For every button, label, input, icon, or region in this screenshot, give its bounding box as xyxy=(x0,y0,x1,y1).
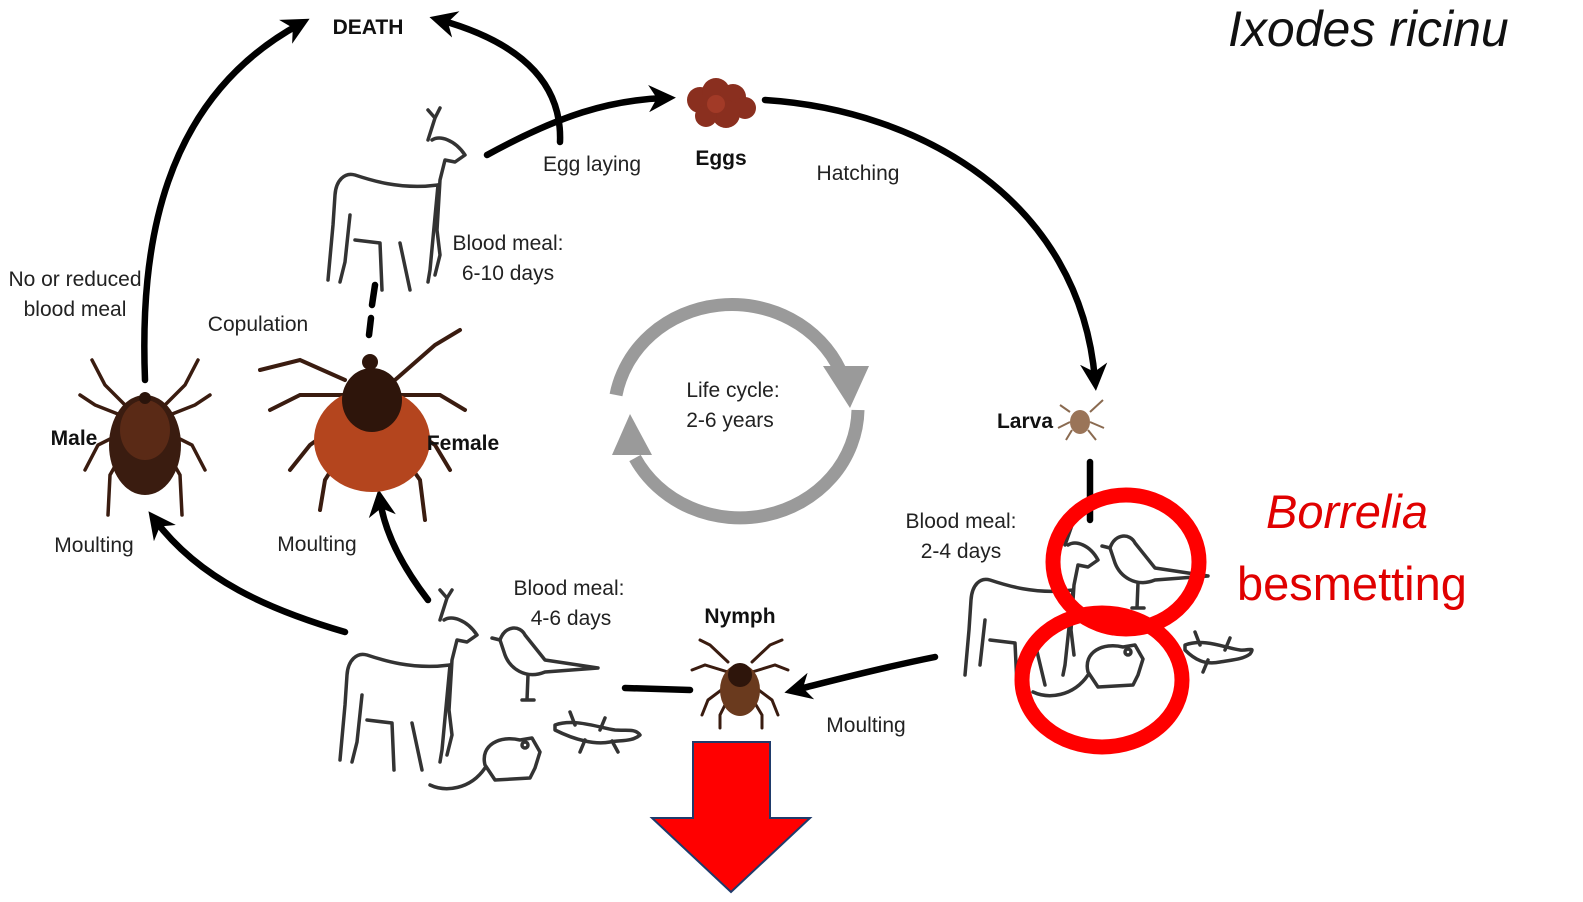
besmetting-label: besmetting xyxy=(1237,557,1467,610)
blood-meal-nymph-label-2: 4-6 days xyxy=(531,607,612,630)
arrow-nymph-host-connector xyxy=(625,688,690,690)
deer-outline-icon-top xyxy=(328,108,465,290)
blood-meal-adult-label-1: Blood meal: xyxy=(453,232,564,255)
eggs-icon xyxy=(687,78,756,128)
eggs-label: Eggs xyxy=(695,147,746,170)
down-arrow-icon xyxy=(652,742,810,892)
lizard-outline-icon-left xyxy=(555,712,640,752)
blood-meal-adult-label-2: 6-10 days xyxy=(462,262,554,285)
mouse-outline-icon-right xyxy=(1033,645,1143,696)
egg-laying-label: Egg laying xyxy=(543,153,641,176)
arrow-deer-to-death xyxy=(440,20,560,142)
life-cycle-label-2: 2-6 years xyxy=(686,409,774,432)
life-cycle-label-1: Life cycle: xyxy=(686,379,779,402)
death-label: DEATH xyxy=(333,16,404,39)
blood-meal-nymph-label-1: Blood meal: xyxy=(514,577,625,600)
arrow-moulting-to-nymph xyxy=(795,657,935,690)
link-deer-female xyxy=(369,285,375,335)
blood-meal-larva-label-2: 2-4 days xyxy=(921,540,1002,563)
life-cycle-ring: Life cycle: 2-6 years xyxy=(612,305,869,518)
arrow-egg-laying xyxy=(487,98,665,155)
no-blood-meal-label-2: blood meal xyxy=(24,298,127,321)
species-title: Ixodes ricinu xyxy=(1228,1,1509,57)
bird-outline-icon-left xyxy=(492,628,598,700)
moulting-male-label: Moulting xyxy=(54,534,133,557)
borrelia-highlight-circles xyxy=(1022,495,1199,747)
female-label: Female xyxy=(427,432,499,455)
mouse-outline-icon-left xyxy=(430,738,540,789)
no-blood-meal-label-1: No or reduced xyxy=(8,268,141,291)
moulting-female-label: Moulting xyxy=(277,533,356,556)
hatching-label: Hatching xyxy=(817,162,900,185)
lizard-outline-icon-right xyxy=(1185,632,1252,672)
moulting-nymph-label: Moulting xyxy=(826,714,905,737)
male-label: Male xyxy=(51,427,98,450)
nymph-tick-icon xyxy=(692,640,788,728)
arrow-moulting-to-female xyxy=(380,500,428,600)
female-tick-icon xyxy=(260,330,465,520)
deer-outline-icon-bottom xyxy=(340,590,477,770)
larva-label: Larva xyxy=(997,410,1053,433)
blood-meal-larva-label-1: Blood meal: xyxy=(906,510,1017,533)
copulation-label: Copulation xyxy=(208,313,308,336)
larva-tick-icon xyxy=(1058,400,1104,440)
nymph-label: Nymph xyxy=(704,605,775,628)
borrelia-label: Borrelia xyxy=(1266,485,1428,538)
